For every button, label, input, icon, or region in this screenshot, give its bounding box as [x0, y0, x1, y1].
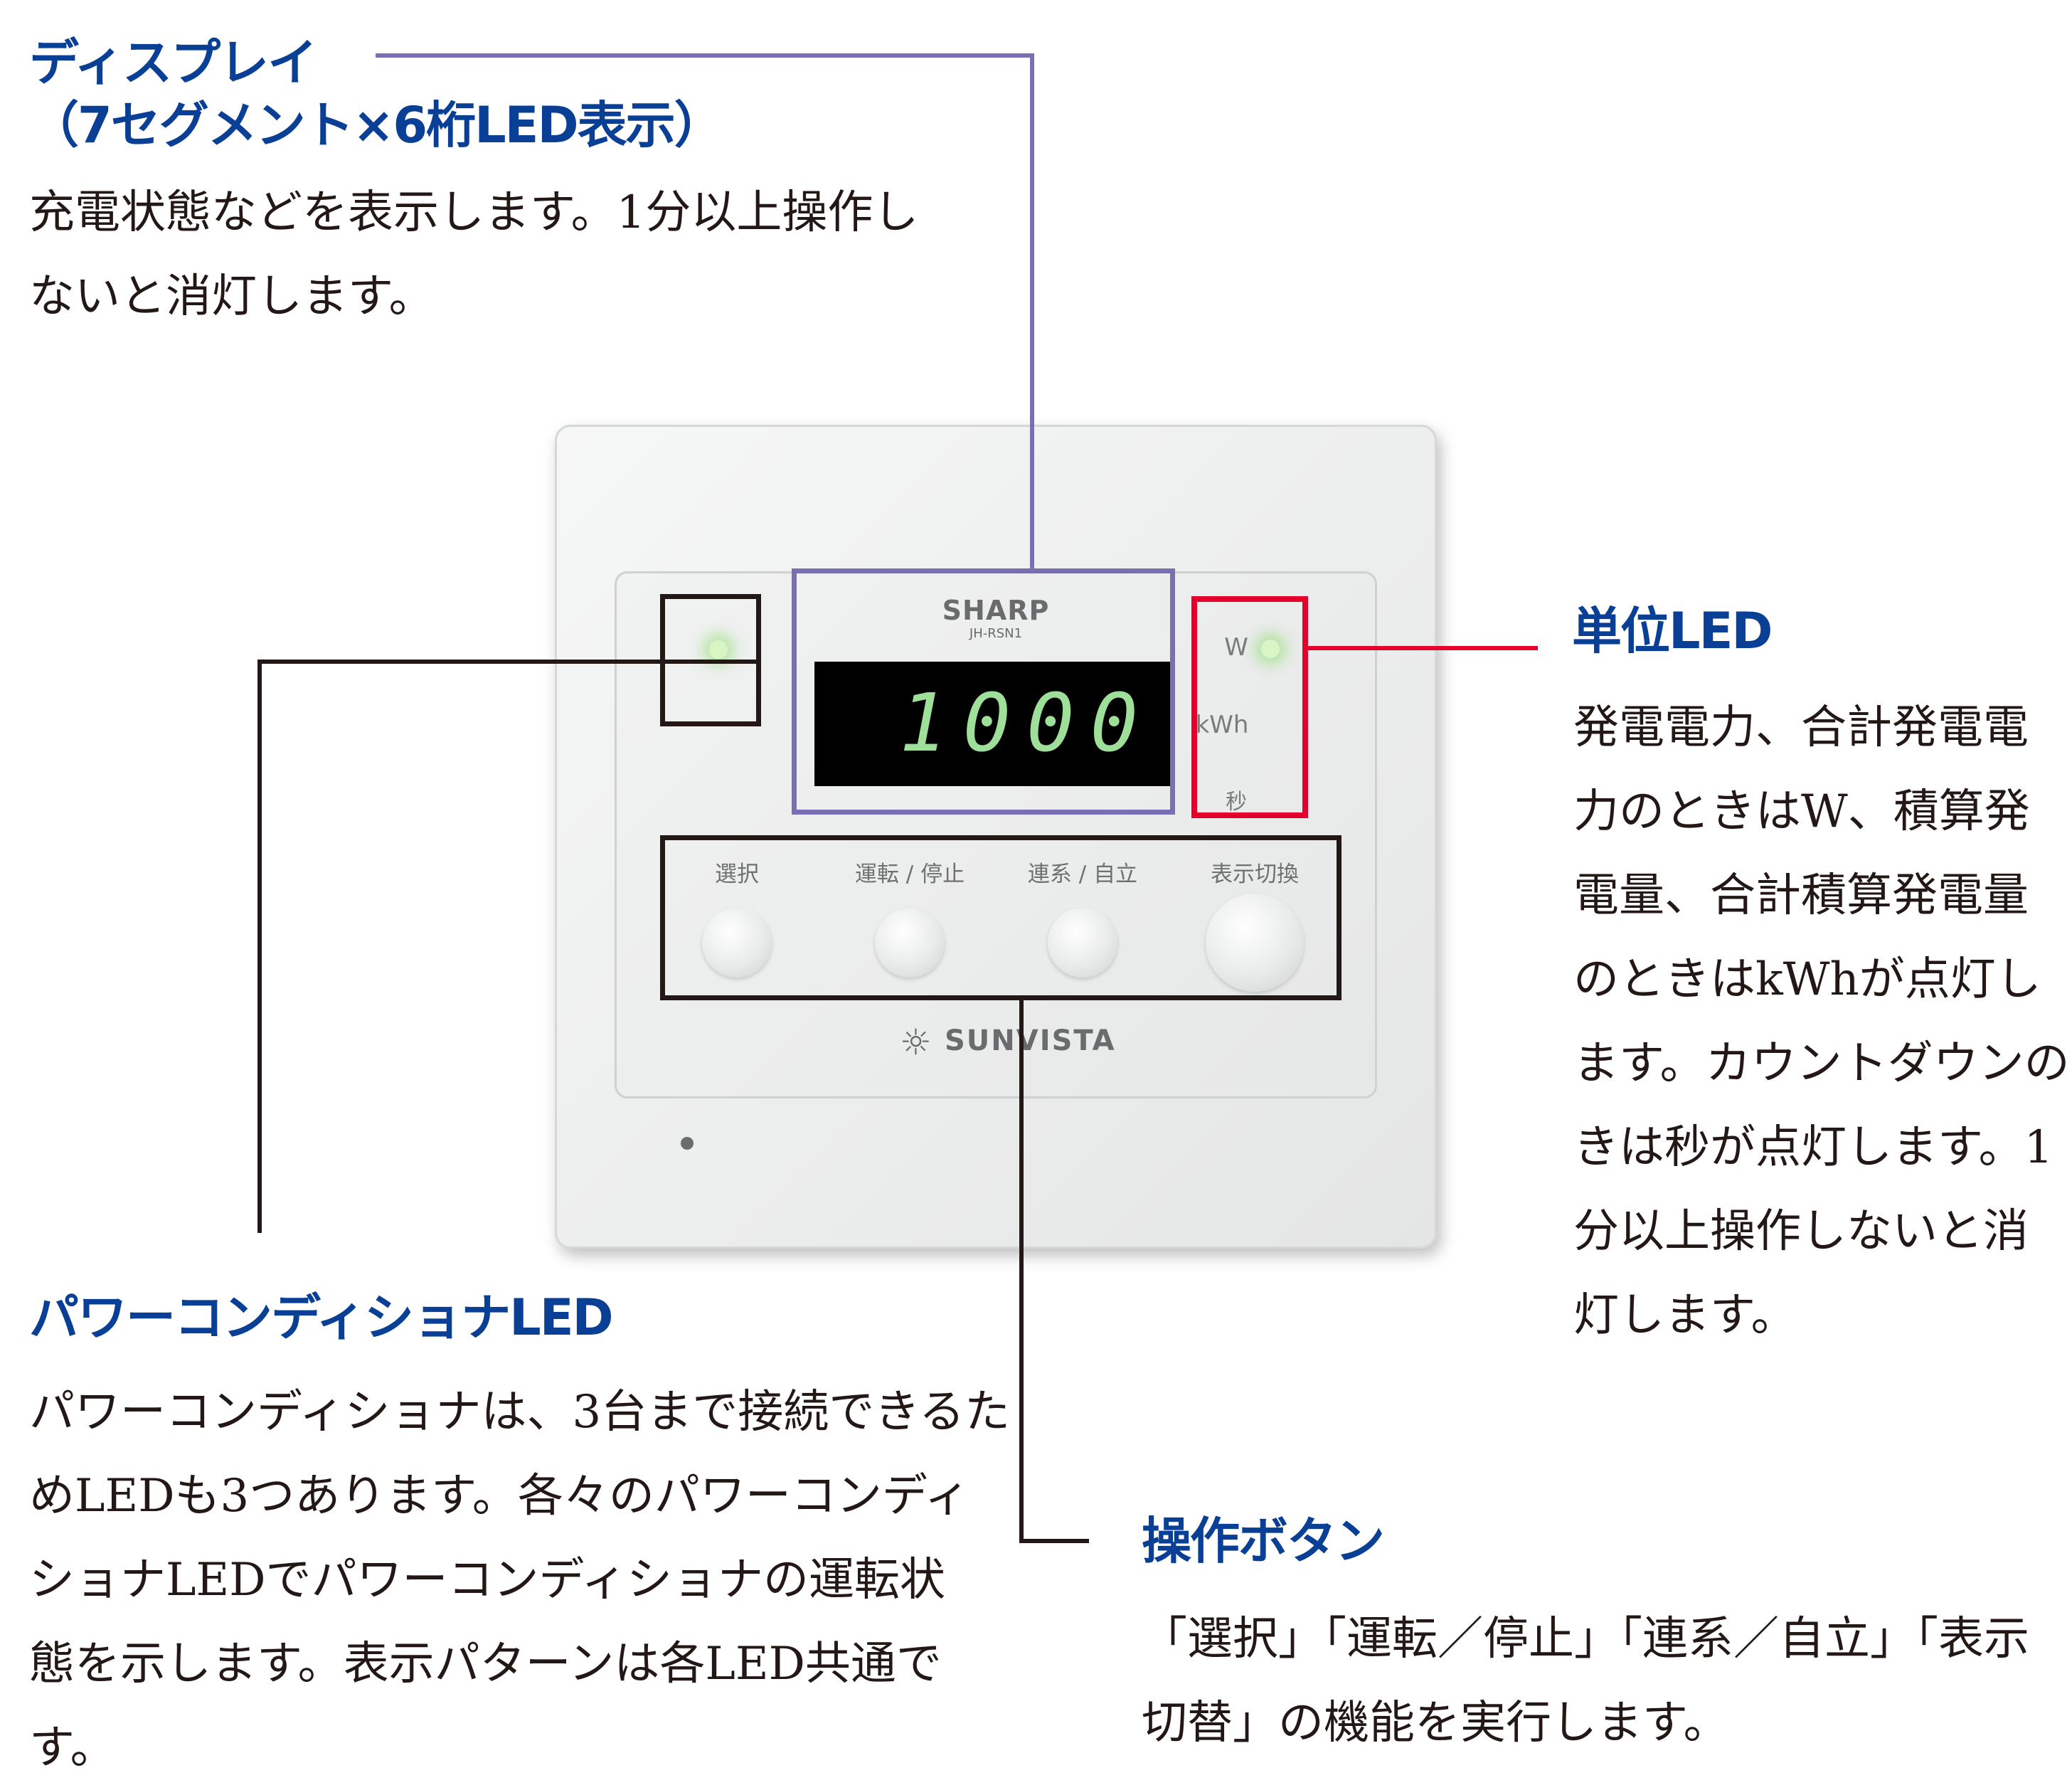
unit-led-title: 単位LED	[1572, 602, 1773, 660]
display-title-line: （7セグメント×6桁LED表示）	[29, 96, 724, 154]
unit-led-callout-line	[1308, 646, 1538, 650]
display-callout-line-h	[376, 53, 1034, 58]
display-title-line: ディスプレイ	[29, 33, 317, 92]
text-line: 発電電力、合計発電電	[1573, 701, 2029, 754]
grid-independent-button[interactable]	[1048, 908, 1117, 978]
control-panel	[615, 571, 1377, 1098]
text-line: きは秒が点灯します。1	[1573, 1121, 2054, 1174]
unit-label-kwh: kWh	[1195, 711, 1249, 739]
grid-independent-button-label: 連系 / 自立	[1027, 862, 1138, 887]
text-line: 切替」の機能を実行します。	[1142, 1697, 1729, 1749]
display-callout-box	[792, 568, 1175, 815]
model-number: JH-RSN1	[969, 626, 1023, 641]
display-title: ディスプレイ （7セグメント×6桁LED表示）	[29, 31, 724, 157]
display-value: 1000	[899, 677, 1154, 770]
text-line: パワーコンディショナは、3台まで接続できるた	[29, 1386, 1010, 1439]
text-line: 態を示します。表示パターンは各LED共通で	[29, 1638, 942, 1690]
power-conditioner-led	[709, 640, 728, 659]
pcs-led-callout-line-v	[257, 660, 262, 1233]
unit-led-w	[1261, 640, 1280, 658]
text-line: 灯します。	[1573, 1289, 1797, 1342]
pcs-led-callout-line-h	[257, 660, 761, 664]
text-line: ないと消灯します。	[29, 270, 435, 323]
text-line: す。	[29, 1722, 116, 1774]
text-line: ます。カウントダウンのと	[1573, 1037, 2072, 1090]
unit-label-seconds: 秒	[1226, 790, 1247, 815]
pcs-led-title: パワーコンディショナLED	[29, 1288, 614, 1347]
indicator-dot	[681, 1137, 694, 1150]
text-line: ショナLEDでパワーコンディショナの運転状	[29, 1554, 946, 1606]
buttons-callout-line-h	[1019, 1539, 1089, 1543]
brand-logo: SHARP	[942, 595, 1050, 626]
text-line: 「選択」「運転／停止」「連系／自立」「表示	[1142, 1613, 2029, 1665]
display-description: 充電状態などを表示します。1分以上操作し ないと消灯します。	[29, 171, 918, 339]
buttons-callout-box	[660, 835, 1342, 1000]
buttons-description: 「選択」「運転／停止」「連系／自立」「表示 切替」の機能を実行します。	[1142, 1597, 2029, 1765]
select-button-label: 選択	[715, 862, 759, 887]
select-button[interactable]	[702, 908, 772, 978]
text-line: 充電状態などを表示します。1分以上操作し	[29, 186, 919, 239]
text-line: 電量、合計積算発電量	[1573, 869, 2029, 922]
display-switch-button-label: 表示切換	[1211, 862, 1299, 887]
sun-icon: ☼	[900, 1022, 932, 1063]
seven-segment-display: 1000	[814, 662, 1175, 786]
text-line: めLEDも3つあります。各々のパワーコンディ	[29, 1470, 970, 1522]
buttons-title: 操作ボタン	[1142, 1512, 1385, 1570]
unit-led-callout-box	[1191, 596, 1308, 818]
unit-label-w: W	[1224, 633, 1248, 662]
sunvista-logo: SUNVISTA	[945, 1024, 1116, 1057]
text-line: のときはkWhが点灯し	[1573, 953, 2041, 1006]
run-stop-button-label: 運転 / 停止	[854, 862, 965, 887]
unit-led-description: 発電電力、合計発電電 力のときはW、積算発 電量、合計積算発電量 のときはkWh…	[1573, 686, 2072, 1357]
pcs-led-description: パワーコンディショナは、3台まで接続できるた めLEDも3つあります。各々のパワ…	[29, 1370, 1010, 1790]
display-switch-button[interactable]	[1206, 894, 1304, 992]
text-line: 力のときはW、積算発	[1573, 785, 2030, 838]
text-line: 分以上操作しないと消	[1573, 1205, 2029, 1258]
run-stop-button[interactable]	[875, 908, 945, 978]
buttons-callout-line-v	[1019, 1000, 1024, 1543]
display-callout-line-v	[1030, 53, 1034, 570]
